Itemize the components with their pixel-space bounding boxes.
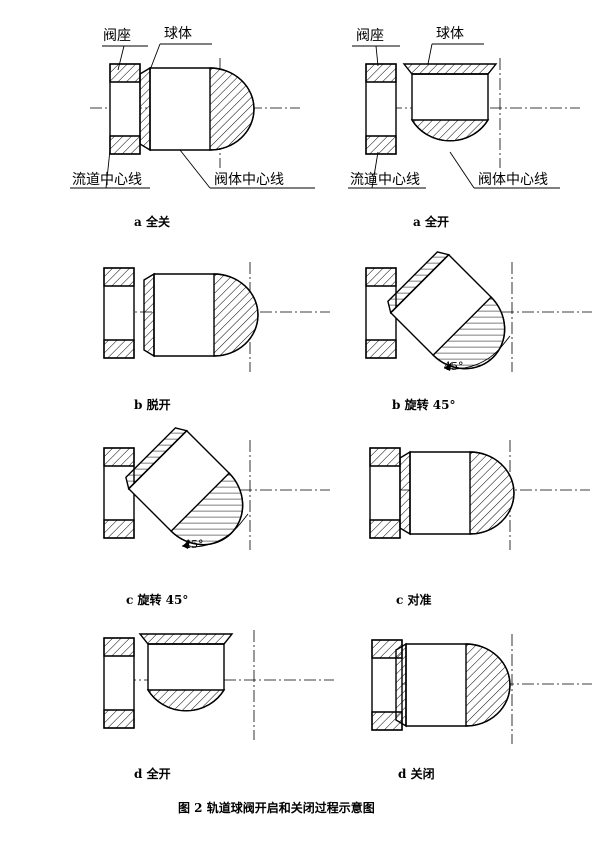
panel-a-closed	[89, 57, 301, 169]
label-seat-left: 阀座	[103, 28, 131, 44]
callouts-left: 阀座 球体 流道中心线 阀体中心线	[70, 26, 315, 189]
panel-b-rotating: 45°	[365, 246, 593, 387]
panel-d-open	[103, 629, 335, 741]
label-flow-centerline-left: 流道中心线	[72, 172, 142, 188]
figure-caption: 图 2 轨道球阀开启和关闭过程示意图	[178, 800, 375, 815]
panel-c-rotating: 45°	[103, 422, 331, 563]
label-ball-left: 球体	[164, 26, 192, 42]
angle-label-c: 45°	[184, 538, 204, 551]
callouts-right: 阀座 球体 流道中心线 阀体中心线	[348, 26, 560, 189]
label-flow-centerline-right: 流道中心线	[350, 172, 420, 188]
caption-b-disengaged: b 脱开	[134, 397, 171, 412]
panel-a-open	[365, 57, 581, 169]
caption-b-rotating: b 旋转 45°	[392, 397, 455, 412]
caption-a-closed: a 全关	[134, 214, 170, 229]
panel-b-disengaged	[103, 261, 331, 373]
caption-c-aligned: c 对准	[396, 592, 432, 607]
caption-d-open: d 全开	[134, 766, 171, 781]
label-body-centerline-right: 阀体中心线	[478, 172, 548, 188]
caption-c-rotating: c 旋转 45°	[126, 592, 188, 607]
caption-d-closed: d 关闭	[398, 766, 435, 781]
panel-d-closed	[371, 633, 593, 745]
angle-label-b: 45°	[444, 360, 464, 373]
label-body-centerline-left: 阀体中心线	[214, 172, 284, 188]
caption-a-open: a 全开	[413, 214, 449, 229]
panel-c-aligned	[369, 439, 591, 551]
label-ball-right: 球体	[436, 26, 464, 42]
label-seat-right: 阀座	[356, 28, 384, 44]
